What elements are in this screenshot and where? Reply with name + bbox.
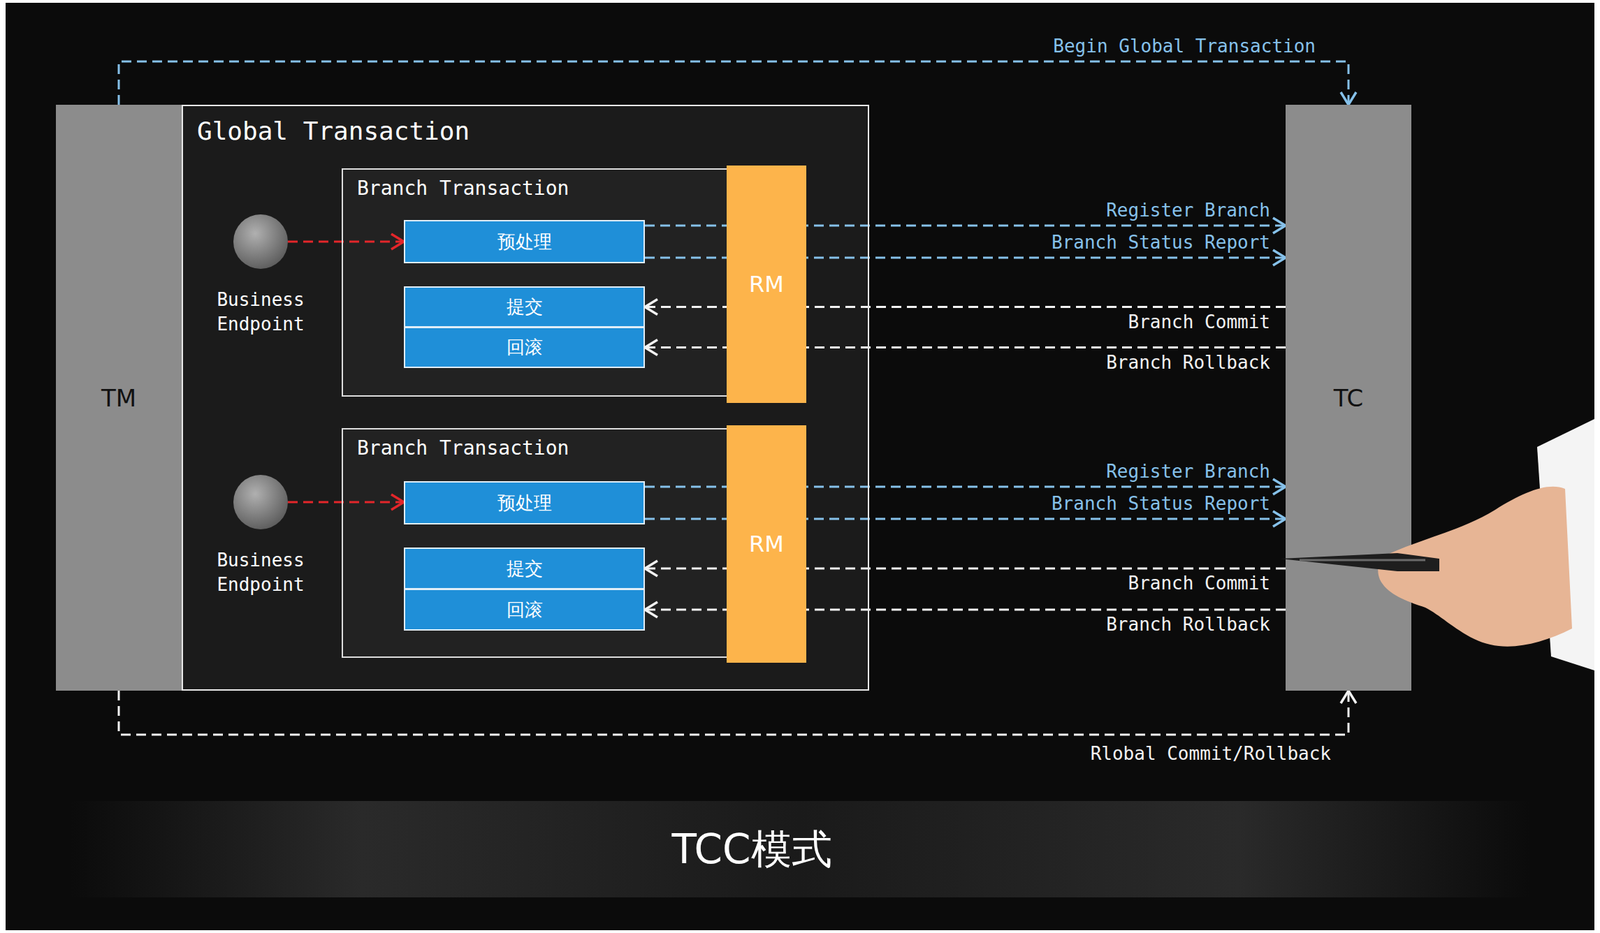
connector xyxy=(287,494,404,511)
caption-band xyxy=(69,801,1531,898)
connector xyxy=(118,691,1357,736)
node-label: Business Endpoint xyxy=(196,287,325,337)
arrow-head xyxy=(391,494,404,511)
node-label: 提交 xyxy=(506,294,543,320)
endpoint-circle xyxy=(232,474,289,531)
node-label: TC xyxy=(1333,384,1364,413)
edge-label: Branch Rollback xyxy=(1106,614,1271,636)
arrow-head xyxy=(644,299,658,316)
phase-box: 回滚 xyxy=(403,326,645,369)
connector-line xyxy=(118,691,1349,736)
node-label: Global Transaction xyxy=(197,117,470,146)
rm-box: RM xyxy=(726,425,807,664)
pen-highlight xyxy=(1299,559,1426,562)
node-label: 提交 xyxy=(506,556,543,582)
pen-shape xyxy=(1280,553,1440,572)
arrow-head xyxy=(1273,217,1286,234)
phase-box: 提交 xyxy=(403,547,645,590)
node-label: TM xyxy=(101,384,137,413)
connector xyxy=(287,234,404,250)
phase-box: 回滚 xyxy=(403,588,645,631)
rm-box: RM xyxy=(726,165,807,404)
connector-line xyxy=(118,61,1349,105)
edge-label: Branch Commit xyxy=(1128,572,1271,595)
node-label: 预处理 xyxy=(497,229,552,255)
arrow-head xyxy=(1273,511,1286,527)
connector xyxy=(118,61,1357,105)
box-fills xyxy=(181,104,870,692)
arrow-head xyxy=(644,602,658,618)
node-label: Branch Transaction xyxy=(357,178,569,200)
business-endpoint: Business Endpoint xyxy=(196,213,325,337)
arrow-head xyxy=(391,234,404,250)
branch-transaction: Branch Transaction 预处理提交回滚 RM xyxy=(341,168,787,397)
arrow-head xyxy=(1340,92,1357,105)
node-label: 回滚 xyxy=(506,335,543,360)
arrow-head xyxy=(1273,479,1286,495)
region-fill xyxy=(341,428,787,659)
edge-label: Begin Global Transaction xyxy=(1052,35,1316,58)
edge-label: Branch Commit xyxy=(1128,311,1271,334)
node-label: RM xyxy=(748,271,784,298)
node-label: 回滚 xyxy=(506,598,543,623)
region-fill xyxy=(181,104,870,692)
phase-box: 提交 xyxy=(403,286,645,328)
arrow-head xyxy=(644,561,658,577)
arrow-head xyxy=(1340,691,1357,704)
region-fill xyxy=(341,168,787,397)
endpoint-circle xyxy=(232,213,289,270)
node-label: RM xyxy=(748,531,784,558)
arrow-head xyxy=(644,340,658,356)
global-transaction: Global TransactionBusiness EndpointBranc… xyxy=(181,104,870,692)
edge-label: Branch Status Report xyxy=(1051,231,1271,254)
edge-label: Rlobal Commit/Rollback xyxy=(1090,743,1332,766)
node-label: 预处理 xyxy=(497,491,552,516)
business-endpoint: Business Endpoint xyxy=(196,474,325,598)
endpoint-disc xyxy=(233,475,288,530)
tc-bar: TC xyxy=(1285,104,1412,692)
phase-box: 预处理 xyxy=(403,481,645,525)
connector-line xyxy=(287,241,404,244)
edge-label: Branch Status Report xyxy=(1051,493,1271,515)
edge-label: Register Branch xyxy=(1106,461,1271,483)
edge-label: Branch Rollback xyxy=(1106,352,1271,374)
branch-transaction: Branch Transaction 预处理提交回滚 RM xyxy=(341,428,787,659)
endpoint-disc xyxy=(233,214,288,269)
caption: TCC模式 xyxy=(671,825,832,875)
node-label: Branch Transaction xyxy=(357,438,569,460)
edge-label: Register Branch xyxy=(1106,199,1271,222)
arrow-head xyxy=(1273,250,1286,266)
node-label: Business Endpoint xyxy=(196,548,325,598)
connector-line xyxy=(287,501,404,504)
tm-bar: TM xyxy=(55,104,182,692)
phase-box: 预处理 xyxy=(403,220,645,264)
